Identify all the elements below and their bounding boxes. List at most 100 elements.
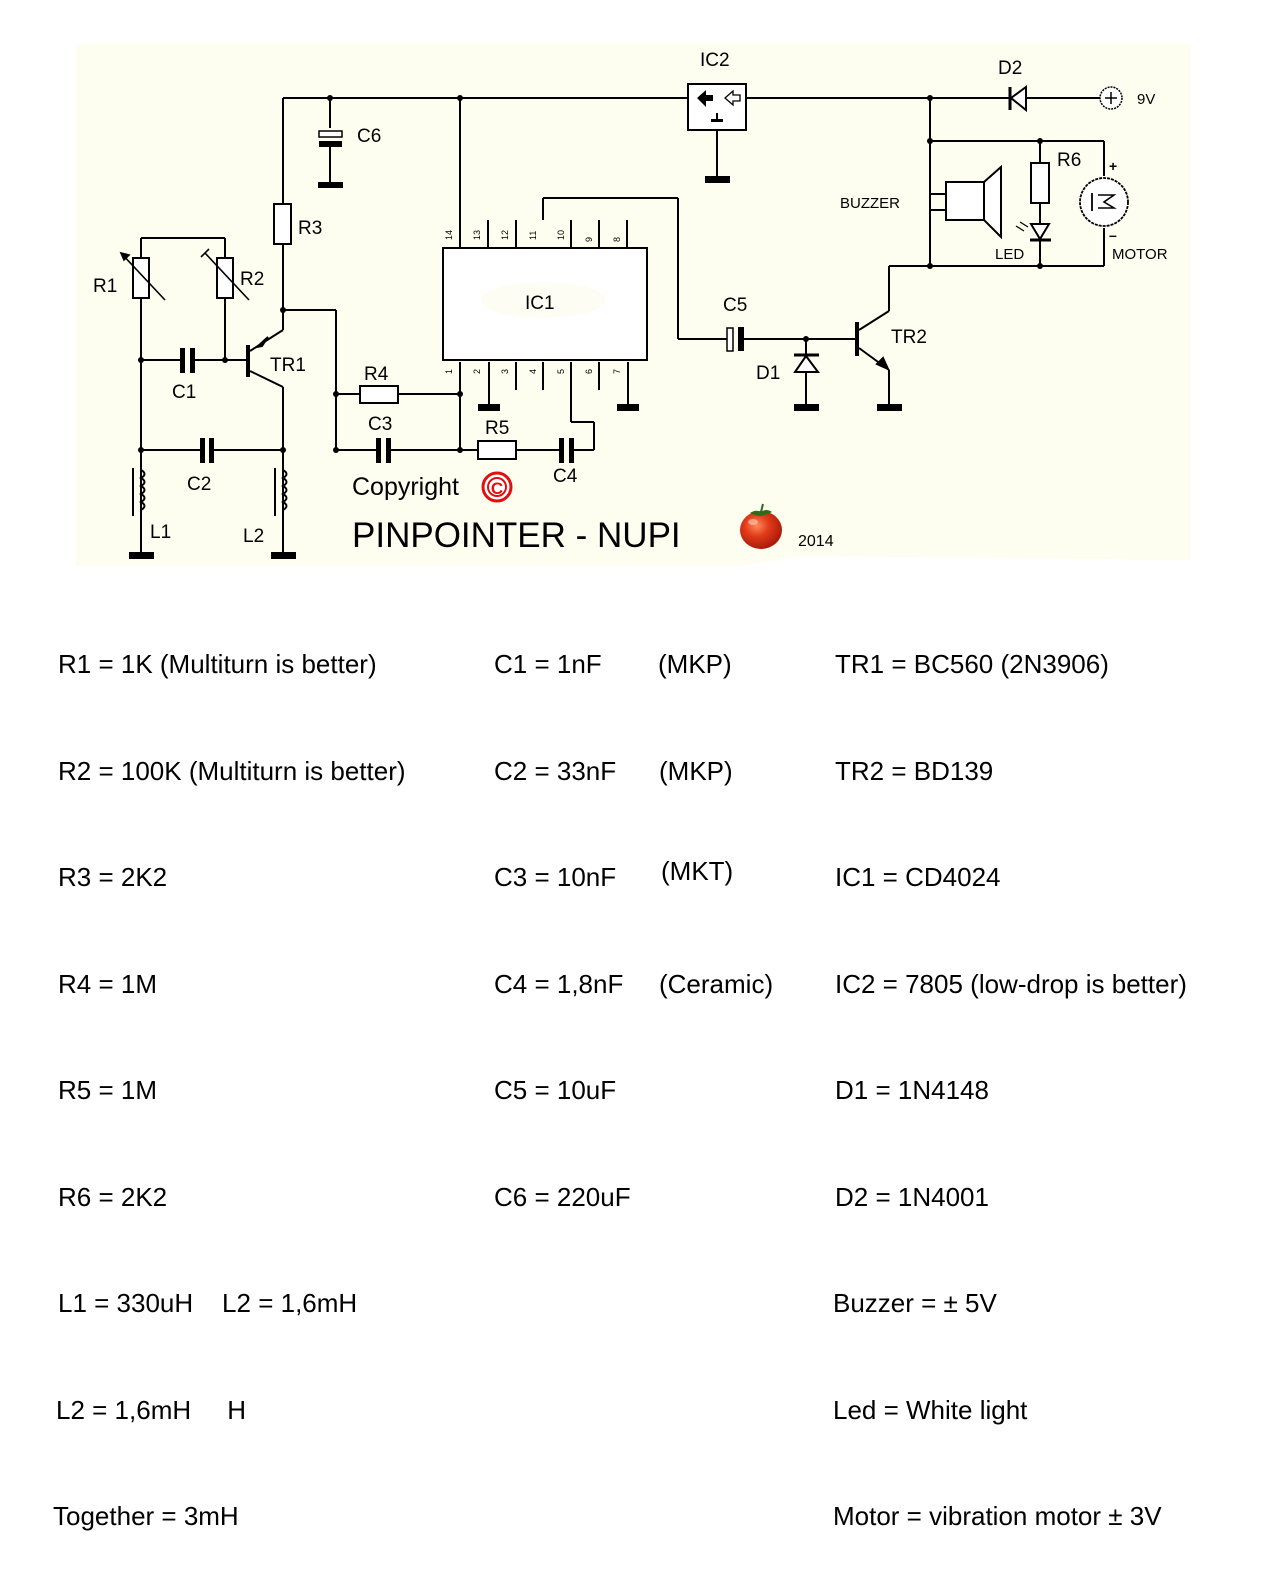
copyright-symbol-icon: C	[481, 471, 513, 503]
title: PINPOINTER - NUPI	[352, 516, 681, 555]
label-r3: R3	[298, 218, 322, 239]
component-labels: IC2 D2 9V C6 R3 R1 R2 TR1 C1 C2 L1 L2 R4…	[93, 50, 1168, 547]
parts-list-item: R4 = 1M	[58, 968, 157, 999]
parts-list-item: Led = White light	[833, 1394, 1028, 1425]
tomato-icon	[740, 503, 782, 549]
label-r6: R6	[1057, 150, 1081, 171]
parts-list-item: D2 = 1N4001	[835, 1181, 989, 1212]
parts-list-resistors: R1 = 1K (Multiturn is better) R2 = 100K …	[53, 576, 406, 1570]
label-r5: R5	[485, 418, 509, 439]
ic1-pin-label: 13	[472, 230, 482, 240]
label-c4: C4	[553, 466, 578, 487]
parts-list-item: R3 = 2K2	[58, 862, 168, 892]
parts-list-item: L1 = 330uH L2 = 1,6mH	[58, 1288, 358, 1318]
diode-d2	[1000, 85, 1027, 113]
parts-list-item: Buzzer = ± 5V	[833, 1288, 997, 1318]
parts-list-item: R6 = 2K2	[58, 1181, 168, 1212]
r2-adjust-arrow-icon	[204, 252, 250, 301]
parts-list-capacitors: C1 = 1nF(MKP) C2 = 33nF(MKP) C3 = 10nF(M…	[494, 576, 774, 1251]
copyright-text: Copyright	[352, 473, 459, 501]
parts-list-item: IC1 = CD4024	[835, 862, 1001, 892]
label-led: LED	[995, 246, 1024, 263]
copyright-letter: C	[491, 479, 503, 498]
parts-list-item: R1 = 1K (Multiturn is better)	[58, 649, 377, 679]
label-ic1: IC1	[525, 293, 555, 314]
ic1-pin-labels: 14 13 12 11 10 9 8 1 2 3 4 5 6 7	[444, 230, 622, 374]
year: 2014	[798, 533, 834, 550]
label-d2: D2	[998, 58, 1022, 79]
parts-list-item: R5 = 1M	[58, 1075, 157, 1105]
parts-list-item: D1 = 1N4148	[835, 1075, 989, 1105]
label-buzzer: BUZZER	[840, 195, 900, 212]
ic1-pin-label: 9	[584, 237, 594, 242]
label-r2: R2	[240, 269, 264, 290]
parts-list-item: R2 = 100K (Multiturn is better)	[58, 755, 406, 786]
buzzer	[945, 164, 1002, 240]
label-supply: 9V	[1137, 91, 1155, 108]
ic1-pin-label: 11	[528, 231, 538, 240]
parts-list-semiconductors: TR1 = BC560 (2N3906) TR2 = BD139 IC1 = C…	[833, 576, 1187, 1570]
junction-dots	[138, 95, 1043, 453]
parts-list-item: Together = 3mH	[53, 1501, 239, 1531]
label-motor-minus: –	[1109, 227, 1117, 243]
vibration-motor	[1079, 177, 1129, 227]
ic1-pin-label: 8	[612, 237, 622, 242]
transistor-tr2	[855, 310, 891, 372]
inductors	[132, 468, 288, 516]
label-r4: R4	[364, 364, 389, 385]
label-d1: D1	[756, 363, 780, 384]
capacitor-c6	[318, 130, 343, 147]
ic1-pin-label: 7	[612, 369, 622, 374]
resistor-r5	[477, 440, 517, 460]
parts-list-item: C2 = 33nF(MKP)	[494, 755, 733, 786]
ic1-pin-label: 1	[444, 369, 454, 374]
parts-list-item: Motor = vibration motor ± 3V	[833, 1501, 1162, 1531]
label-motor-plus: +	[1109, 158, 1117, 174]
r1-adjust-arrow-icon	[120, 252, 166, 301]
capacitor-c5	[726, 327, 744, 352]
diode-d1	[793, 353, 820, 373]
label-c2: C2	[187, 474, 211, 495]
label-c6: C6	[357, 126, 381, 147]
ic1-pin-label: 2	[472, 369, 482, 374]
label-l1: L1	[150, 522, 171, 543]
transistor-tr1	[246, 329, 284, 388]
parts-list-item: C4 = 1,8nF(Ceramic)	[494, 968, 774, 999]
ic1-counter	[442, 220, 648, 390]
ic1-pin-label: 4	[528, 369, 538, 374]
ic1-pin-label: 14	[444, 230, 454, 240]
label-tr2: TR2	[891, 327, 927, 348]
light-emission-icon	[1015, 221, 1029, 232]
parts-list-item: TR1 = BC560 (2N3906)	[835, 649, 1109, 679]
parts-list-item: L2 = 1,6mH H	[56, 1394, 247, 1425]
parts-list-item: IC2 = 7805 (low-drop is better)	[835, 968, 1187, 999]
parts-list-item: C5 = 10uF	[494, 1075, 617, 1105]
ic1-pin-label: 6	[584, 369, 594, 374]
regulator-input-arrow-icon	[724, 89, 741, 107]
label-ic2: IC2	[700, 50, 730, 71]
label-motor: MOTOR	[1112, 246, 1168, 263]
ic1-pin-label: 12	[500, 230, 510, 240]
label-l2: L2	[243, 526, 264, 547]
led	[1015, 221, 1051, 242]
parts-list-item: C3 = 10nF(MKT)	[494, 856, 734, 892]
ground-symbols	[129, 176, 902, 559]
regulator-output-arrow-icon	[697, 90, 713, 107]
resistor-r4	[359, 385, 399, 404]
ic2-regulator	[687, 83, 747, 131]
schematic-diagram: 14 13 12 11 10 9 8 1 2 3 4 5 6 7	[76, 44, 1191, 566]
ic1-pin-label: 10	[556, 230, 566, 240]
ic1-pin-label: 3	[500, 369, 510, 374]
parts-list-item: TR2 = BD139	[835, 755, 994, 786]
supply-terminal	[1099, 86, 1123, 110]
label-c5: C5	[723, 295, 747, 316]
resistor-r6	[1030, 162, 1050, 204]
resistor-r2	[216, 257, 234, 299]
wires	[140, 97, 1105, 553]
label-c1: C1	[172, 382, 196, 403]
resistor-r3	[273, 203, 292, 245]
parts-list-item: C1 = 1nF(MKP)	[494, 649, 732, 679]
resistors	[132, 162, 1050, 460]
label-tr1: TR1	[270, 355, 306, 376]
label-r1: R1	[93, 276, 117, 297]
